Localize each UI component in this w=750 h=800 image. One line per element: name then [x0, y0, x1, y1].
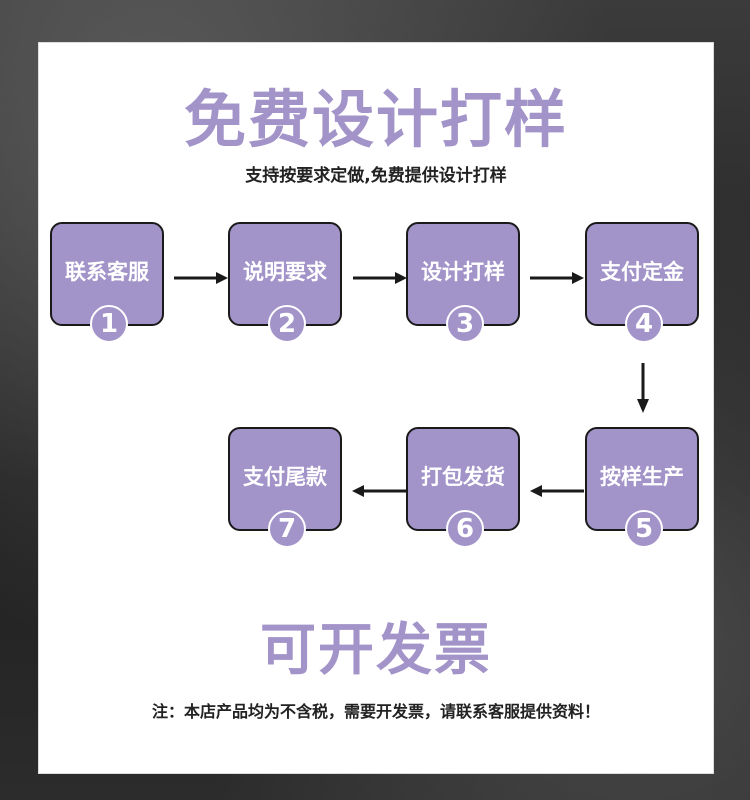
step-1-number: 1 — [90, 305, 128, 343]
arrow-left-icon — [352, 485, 406, 497]
step-6-label: 打包发货 — [421, 465, 505, 489]
note-highlight: 注：本店产品均为不含税，需要开发票，请联系客服提供资料！ — [147, 701, 605, 725]
step-5-number: 5 — [625, 510, 663, 548]
step-1: 联系客服 1 — [50, 222, 164, 343]
arrow-icon — [530, 272, 584, 284]
note-wrap: 注：本店产品均为不含税，需要开发票，请联系客服提供资料！ — [39, 701, 713, 725]
subtitle: 支持按要求定做,免费提供设计打样 — [245, 166, 507, 186]
step-7-number: 7 — [268, 510, 306, 548]
step-6: 打包发货 6 — [406, 427, 520, 548]
subtitle-wrap: 支持按要求定做,免费提供设计打样 — [39, 165, 713, 189]
arrow-left-icon — [530, 485, 584, 497]
step-4-number: 4 — [625, 305, 663, 343]
step-2: 说明要求 2 — [228, 222, 342, 343]
invoice-title: 可开发票 — [260, 618, 492, 683]
step-7-label: 支付尾款 — [243, 465, 327, 489]
step-4-label: 支付定金 — [600, 260, 684, 284]
arrow-down-icon — [637, 363, 649, 413]
step-2-label: 说明要求 — [243, 260, 327, 284]
page-title: 免费设计打样 — [183, 83, 568, 156]
step-5-label: 按样生产 — [600, 465, 684, 489]
step-3: 设计打样 3 — [406, 222, 520, 343]
arrow-icon — [174, 272, 228, 284]
step-7: 支付尾款 7 — [228, 427, 342, 548]
step-2-number: 2 — [268, 305, 306, 343]
content-card: 免费设计打样 支持按要求定做,免费提供设计打样 联系客服 1 说明要求 2 设计… — [38, 42, 714, 774]
step-1-label: 联系客服 — [65, 260, 149, 284]
step-3-number: 3 — [446, 305, 484, 343]
invoice-note: 注：本店产品均为不含税，需要开发票，请联系客服提供资料！ — [151, 702, 600, 721]
step-5: 按样生产 5 — [585, 427, 699, 548]
arrow-icon — [353, 272, 407, 284]
step-3-label: 设计打样 — [421, 260, 505, 284]
step-6-number: 6 — [446, 510, 484, 548]
step-4: 支付定金 4 — [585, 222, 699, 343]
subtitle-highlight: 支持按要求定做,免费提供设计打样 — [241, 165, 512, 189]
